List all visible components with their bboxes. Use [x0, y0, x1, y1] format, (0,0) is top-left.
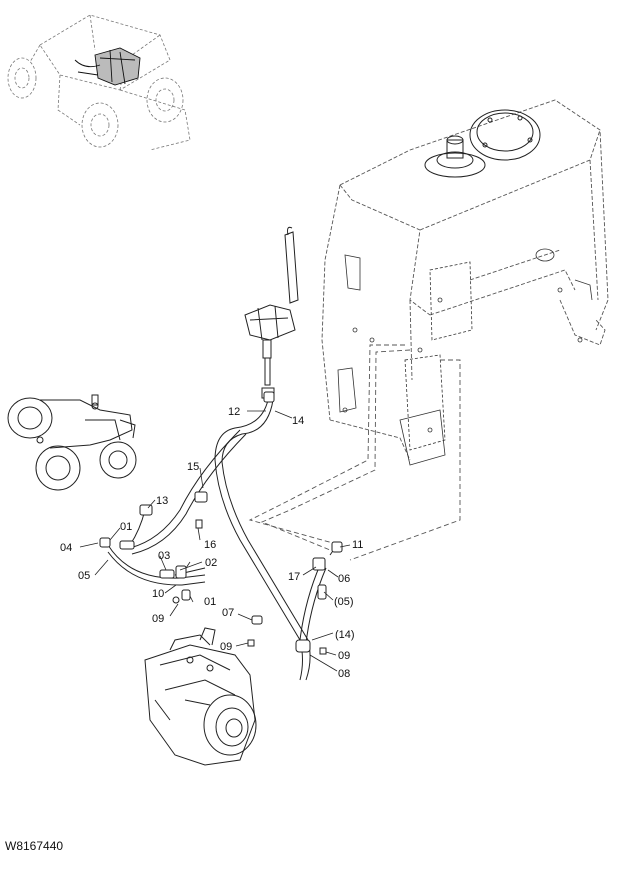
part-label-01-a: 01 — [120, 521, 132, 533]
tank-side-fittings — [337, 248, 593, 466]
part-label-07: 07 — [222, 607, 234, 619]
hydraulic-tank-outline — [321, 99, 609, 461]
part-label-15: 15 — [187, 461, 199, 473]
part-label-08: 08 — [338, 668, 350, 680]
thumbnail-highlight — [74, 47, 141, 86]
main-pump — [144, 627, 257, 766]
part-label-17: 17 — [288, 571, 300, 583]
hose-route-dashed — [248, 344, 461, 561]
part-label-09-c: 09 — [338, 650, 350, 662]
part-labels: 12 14 15 13 01 04 16 03 02 05 10 01 09 0… — [60, 406, 363, 680]
fittings — [99, 391, 343, 655]
pilot-control-valve — [244, 226, 299, 399]
left-pump-assembly — [7, 394, 137, 491]
part-label-10: 10 — [152, 588, 164, 600]
part-label-11: 11 — [352, 539, 363, 551]
hydraulic-hoses — [107, 399, 336, 681]
machine-overview-thumbnail — [7, 14, 191, 151]
part-label-14: 14 — [292, 415, 304, 427]
part-label-05: 05 — [78, 570, 90, 582]
part-label-09-a: 09 — [152, 613, 164, 625]
part-label-09-b: 09 — [220, 641, 232, 653]
part-label-01-b: 01 — [204, 596, 216, 608]
part-label-04: 04 — [60, 542, 72, 554]
part-label-13: 13 — [156, 495, 168, 507]
part-label-03: 03 — [158, 550, 170, 562]
part-label-16: 16 — [204, 539, 216, 551]
part-label-12: 12 — [228, 406, 240, 418]
part-label-02: 02 — [205, 557, 217, 569]
part-label-14-ref: (14) — [335, 629, 355, 641]
part-label-05-ref: (05) — [334, 596, 354, 608]
drawing-id: W8167440 — [5, 839, 63, 853]
leader-lines — [79, 410, 351, 672]
part-label-06: 06 — [338, 573, 350, 585]
tank-cap — [424, 109, 541, 178]
